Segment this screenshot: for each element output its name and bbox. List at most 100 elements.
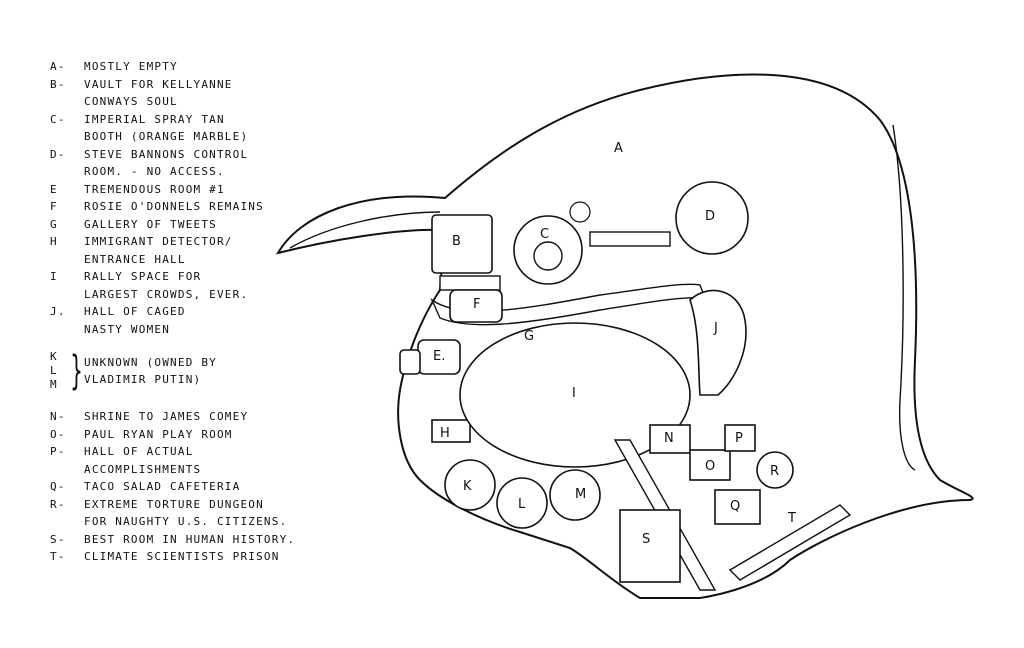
map-label-i: I (572, 386, 576, 401)
legend-desc: HALL OF CAGED (84, 305, 186, 318)
legend-key: K (50, 350, 58, 363)
legend-entry-b: B- VAULT FOR KELLYANNE (50, 76, 315, 94)
room-b (431, 214, 493, 274)
legend-desc: STEVE BANNONS CONTROL (84, 147, 249, 161)
legend-desc: VLADIMIR PUTIN) (84, 373, 202, 386)
legend-entry-f: F ROSIE O'DONNELS REMAINS (50, 198, 315, 216)
map-label-s: S (642, 532, 650, 547)
map-label-b: B (452, 234, 461, 249)
legend-desc: SHRINE TO JAMES COMEY (84, 410, 249, 423)
corridor-cd (589, 231, 671, 247)
legend-key: D- (50, 147, 66, 161)
room-t (728, 504, 852, 581)
legend-key: Q- (50, 480, 66, 493)
legend-desc: LARGEST CROWDS, EVER. (84, 287, 249, 301)
room-r (756, 451, 794, 489)
room-o (689, 449, 731, 481)
map-label-j: J (713, 321, 718, 336)
legend-desc: CONWAYS SOUL (84, 95, 178, 108)
room-e-annex (399, 349, 421, 375)
legend-key: G (50, 217, 58, 231)
legend-entry-klm: K L M } UNKNOWN (OWNED BY VLADIMIR PUTIN… (50, 350, 315, 392)
legend-key: A- (50, 60, 66, 73)
legend-key: E (50, 182, 58, 196)
map-label-l: L (518, 497, 526, 512)
shell-inner-line (892, 124, 916, 471)
legend-desc: ENTRANCE HALL (84, 252, 186, 266)
room-h (431, 419, 471, 443)
legend-key: C- (50, 112, 66, 126)
legend-desc: UNKNOWN (OWNED BY (84, 355, 217, 369)
legend-key: M (50, 378, 58, 391)
legend-key: T- (50, 550, 66, 563)
legend-desc: NASTY WOMEN (84, 322, 171, 336)
legend-desc: IMMIGRANT DETECTOR/ (84, 235, 233, 248)
legend-entry-d: D- STEVE BANNONS CONTROL (50, 146, 315, 164)
legend-entry-a: A- MOSTLY EMPTY (50, 58, 315, 76)
room-s (619, 509, 681, 583)
legend-key: O- (50, 427, 66, 441)
map-label-q: Q (730, 499, 740, 514)
legend-entry-o: O- PAUL RYAN PLAY ROOM (50, 426, 315, 444)
spray-tan-booth (533, 241, 563, 271)
map-label-o: O (705, 459, 715, 474)
legend-desc: TREMENDOUS ROOM #1 (84, 182, 225, 196)
legend-desc: ROSIE O'DONNELS REMAINS (84, 200, 264, 213)
legend-key: B- (50, 77, 66, 91)
room-k (444, 459, 496, 511)
room-m (549, 469, 601, 521)
legend-desc: FOR NAUGHTY U.S. CITIZENS. (84, 515, 288, 528)
legend-desc: VAULT FOR KELLYANNE (84, 77, 233, 91)
legend-entry-j: J. HALL OF CAGED (50, 303, 315, 321)
legend-key: R- (50, 497, 66, 511)
map-label-m: M (575, 487, 586, 502)
legend-desc: GALLERY OF TWEETS (84, 217, 217, 231)
legend-desc: PAUL RYAN PLAY ROOM (84, 427, 233, 441)
legend-desc: BEST ROOM IN HUMAN HISTORY. (84, 532, 296, 546)
legend-key: P- (50, 445, 66, 458)
legend-entry-i: I RALLY SPACE FOR (50, 268, 315, 286)
legend-entry-h: H IMMIGRANT DETECTOR/ (50, 233, 315, 251)
entrance-hall-corridor (439, 275, 501, 291)
legend-desc: TACO SALAD CAFETERIA (84, 480, 241, 493)
map-label-k: K (463, 479, 472, 494)
room-q (714, 489, 761, 525)
map-label-p: P (735, 431, 743, 446)
legend-desc: EXTREME TORTURE DUNGEON (84, 497, 264, 511)
map-label-f: F (473, 297, 480, 312)
map-label-a: A (614, 141, 623, 156)
legend-key: J. (50, 305, 66, 318)
legend-key: N- (50, 410, 66, 423)
map-label-d: D (705, 209, 715, 224)
legend-entry-r: R- EXTREME TORTURE DUNGEON (50, 496, 315, 514)
legend-desc: IMPERIAL SPRAY TAN (84, 112, 225, 126)
legend-entry-s: S- BEST ROOM IN HUMAN HISTORY. (50, 531, 315, 549)
room-d (675, 181, 749, 255)
legend-key: L (50, 364, 58, 377)
legend-desc: RALLY SPACE FOR (84, 270, 202, 283)
legend-entry-p: P- HALL OF ACTUAL (50, 443, 315, 461)
legend-entry-c: C- IMPERIAL SPRAY TAN (50, 111, 315, 129)
room-p (724, 424, 756, 452)
legend-key: F (50, 200, 58, 213)
legend-desc: HALL OF ACTUAL (84, 445, 194, 458)
map-label-g: G (524, 329, 534, 344)
room-j (689, 289, 747, 396)
legend-desc: BOOTH (ORANGE MARBLE) (84, 130, 249, 143)
room-c (513, 215, 583, 285)
map-label-n: N (664, 431, 674, 446)
legend-entry-n: N- SHRINE TO JAMES COMEY (50, 408, 315, 426)
legend-desc: ROOM. - NO ACCESS. (84, 165, 225, 178)
room-n (649, 424, 691, 454)
legend-entry-q: Q- TACO SALAD CAFETERIA (50, 478, 315, 496)
room-f (449, 289, 503, 323)
map-label-e: E. (433, 349, 445, 364)
map-label-t: T (787, 511, 796, 526)
legend-desc: MOSTLY EMPTY (84, 60, 178, 73)
legend-entry-g: G GALLERY OF TWEETS (50, 216, 315, 234)
map-label-r: R (770, 464, 779, 479)
room-i (459, 322, 691, 468)
room-l (496, 477, 548, 529)
legend-desc: ACCOMPLISHMENTS (84, 462, 202, 476)
legend-desc: CLIMATE SCIENTISTS PRISON (84, 550, 280, 563)
